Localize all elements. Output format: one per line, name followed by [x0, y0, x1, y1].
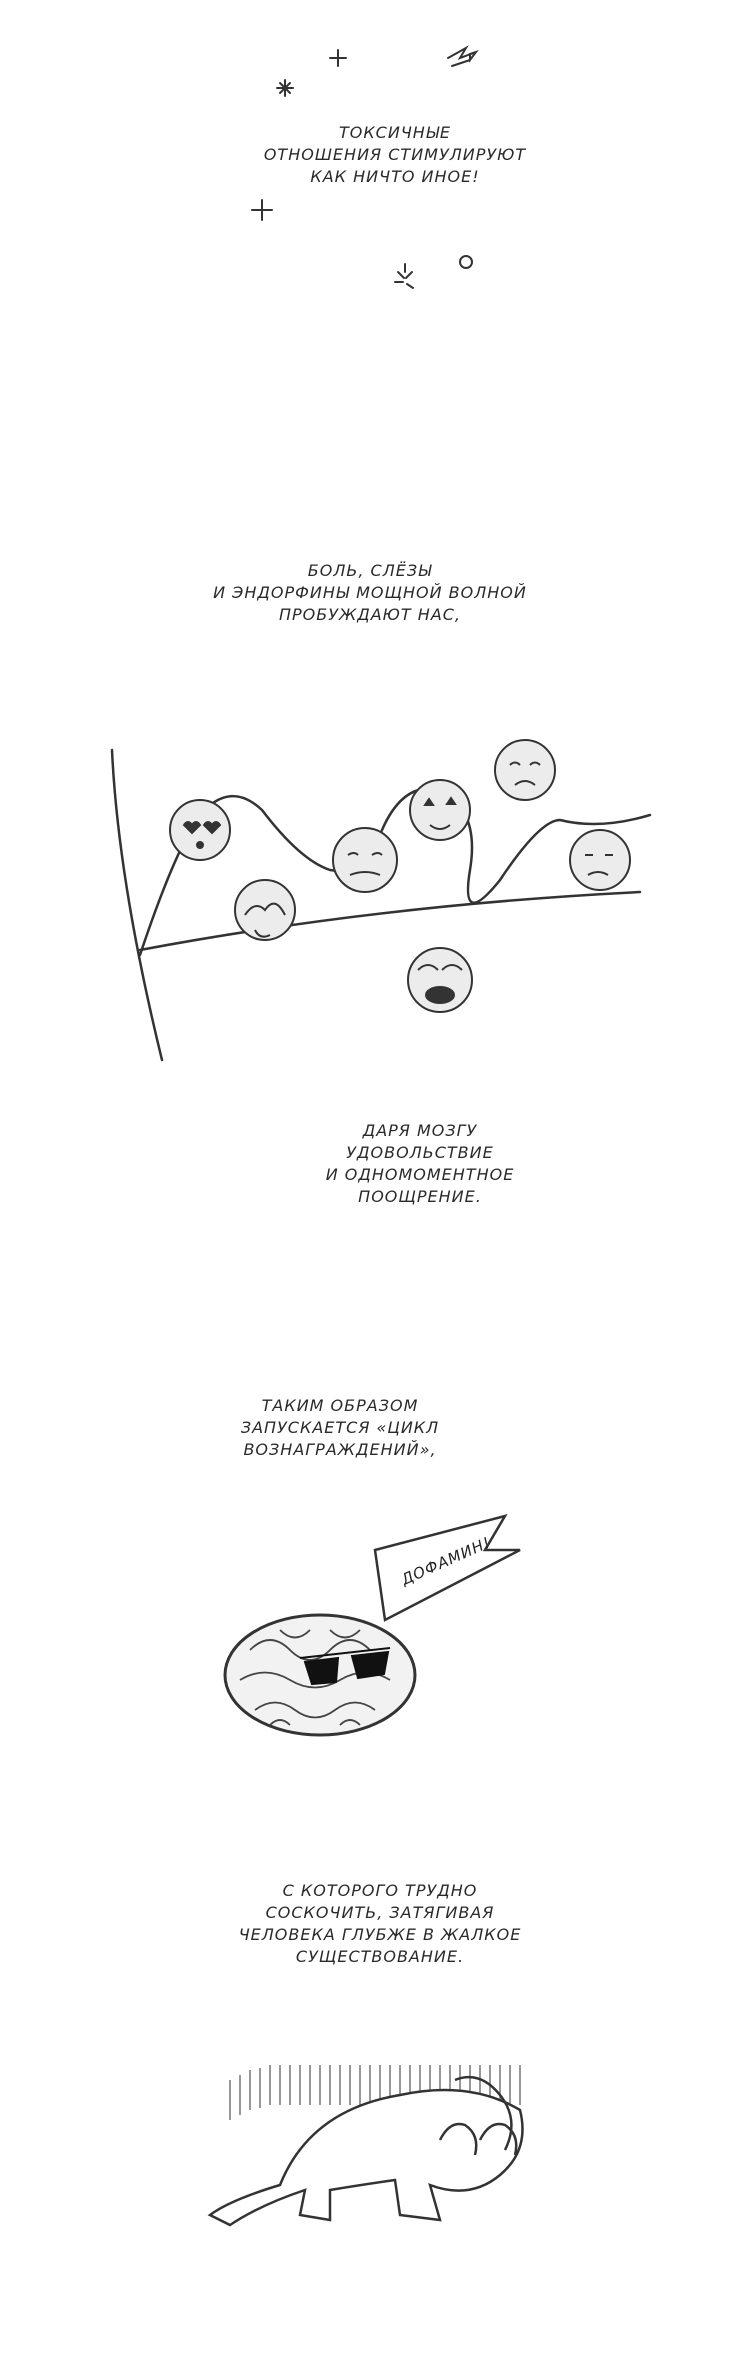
sparkle-icon — [251, 199, 273, 221]
caption-5: с которого трудно соскочить, затягивая ч… — [238, 1881, 522, 1966]
sunglasses-icon — [299, 1647, 391, 1686]
circle-sparkle-icon — [459, 255, 473, 269]
crouching-figure-illustration — [207, 2065, 524, 2227]
caption-4: таким образом запускается «цикл вознагра… — [240, 1396, 440, 1459]
caption-1: токсичные отношения стимулируют как ничт… — [263, 123, 527, 186]
emotion-chart-illustration — [110, 739, 652, 1062]
sparkle-icon — [329, 49, 347, 67]
face-love-icon — [169, 799, 231, 861]
chart-wave-line — [138, 787, 652, 957]
face-worried-icon — [494, 739, 556, 801]
panel-brain: дофамин! — [0, 1510, 750, 1770]
speech-bubble — [373, 1514, 521, 1622]
face-sobbing-icon — [407, 947, 473, 1013]
panel-emotion-chart — [0, 730, 750, 1080]
comet-icon — [447, 45, 479, 67]
panel-figure — [0, 2010, 750, 2230]
caption-3: даря мозгу удовольствие и одномоментное … — [325, 1121, 515, 1206]
chart-x-axis — [138, 890, 642, 952]
panel-sparkles: токсичные отношения стимулируют как ничт… — [0, 0, 750, 320]
face-sad-icon — [569, 829, 631, 891]
face-hiding-icon — [234, 879, 296, 941]
sparkle-icon — [276, 79, 294, 97]
chart-y-axis — [110, 748, 164, 1062]
face-starstruck-icon — [409, 779, 471, 841]
crouching-figure — [207, 2075, 524, 2227]
face-unsure-icon — [332, 827, 398, 893]
sparkle-icon — [394, 263, 414, 289]
sparkles-illustration — [251, 45, 479, 289]
brain-illustration — [223, 1514, 521, 1737]
brain-with-sunglasses — [223, 1613, 417, 1737]
caption-2: боль, слёзы и эндорфины мощной волной пр… — [213, 561, 527, 624]
